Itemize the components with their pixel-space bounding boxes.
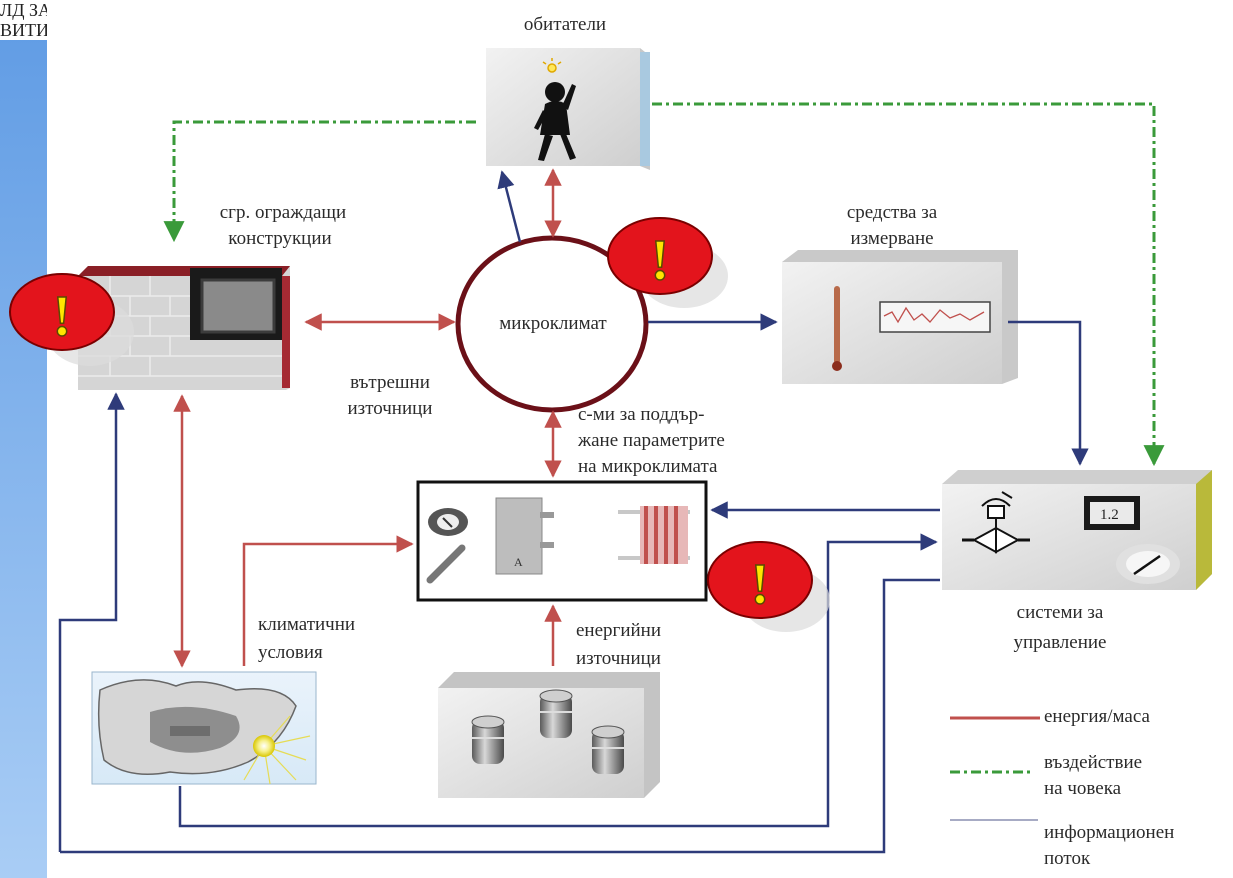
energy-arrows xyxy=(173,168,562,668)
microclimate-label: микроклимат xyxy=(499,313,607,334)
energy-sources-box xyxy=(438,672,660,798)
occupants-box xyxy=(486,48,650,170)
control-box: 1.2 xyxy=(942,470,1212,590)
legend-human-label-line1: въздействие xyxy=(1044,752,1143,773)
radiator-icon xyxy=(618,506,690,564)
control-label-line2: управление xyxy=(1013,632,1107,653)
climate-label-line2: условия xyxy=(258,642,323,663)
lightbulb-icon xyxy=(542,58,562,73)
support-label-line1: с-ми за поддър- xyxy=(578,404,705,425)
dial-icon xyxy=(1116,544,1180,584)
pipe-icon xyxy=(426,544,466,584)
tank-icon xyxy=(471,715,505,764)
valve-icon xyxy=(962,491,1030,554)
internal-sources-line1: вътрешни xyxy=(350,372,430,393)
occupants-label: обитатели xyxy=(523,14,607,35)
legend-energy-label: енергия/маса xyxy=(1044,706,1150,727)
microclimate-ring xyxy=(455,235,649,413)
legend-swatches xyxy=(950,716,1040,821)
svg-text:A: A xyxy=(514,555,523,569)
climate-map xyxy=(91,671,317,785)
warning-sign-microclimate: ! xyxy=(607,217,728,308)
climate-label-line1: климатични xyxy=(258,614,356,635)
support-systems-box: A xyxy=(416,480,708,602)
corner-text-line2: ВИТИ xyxy=(0,20,47,40)
internal-sources-line2: източници xyxy=(347,398,433,419)
thermometer-icon xyxy=(834,286,840,364)
warning-mark: ! xyxy=(750,551,769,616)
legend-human-label-line2: на човека xyxy=(1044,778,1122,799)
warning-mark: ! xyxy=(650,227,669,292)
measuring-box xyxy=(782,250,1018,384)
display-value: 1.2 xyxy=(1100,507,1119,523)
envelope-label-line2: конструкции xyxy=(228,228,332,249)
information-flow-lines xyxy=(58,170,1089,854)
digital-display-icon: 1.2 xyxy=(1084,496,1140,530)
corner-text-line1: ЛД ЗА xyxy=(0,0,47,20)
energy-sources-line1: енергийни xyxy=(576,620,661,641)
envelope-label-line1: сгр. ограждащи xyxy=(219,202,347,223)
energy-sources-line2: източници xyxy=(576,648,661,669)
measuring-label-line1: средства за xyxy=(846,202,938,223)
envelope-box xyxy=(78,266,290,390)
fan-icon xyxy=(428,508,468,536)
boiler-icon: A xyxy=(495,497,554,575)
person-icon xyxy=(534,82,576,161)
warning-sign-support: ! xyxy=(707,541,830,632)
support-label-line2: жане параметрите xyxy=(578,430,725,451)
measuring-label-line2: измерване xyxy=(850,228,934,249)
warning-sign-envelope: ! xyxy=(9,273,134,366)
legend-info-label-line1: информационен xyxy=(1044,822,1175,843)
side-bar xyxy=(0,0,47,878)
warning-mark: ! xyxy=(52,283,71,348)
human-influence-lines xyxy=(163,102,1165,467)
support-label-line3: на микроклимата xyxy=(578,456,718,477)
legend-info-label-line2: поток xyxy=(1044,848,1091,869)
sun-icon xyxy=(243,715,311,785)
control-label-line1: системи за xyxy=(1016,602,1104,623)
tank-icon xyxy=(539,689,573,738)
tank-icon xyxy=(591,725,625,774)
